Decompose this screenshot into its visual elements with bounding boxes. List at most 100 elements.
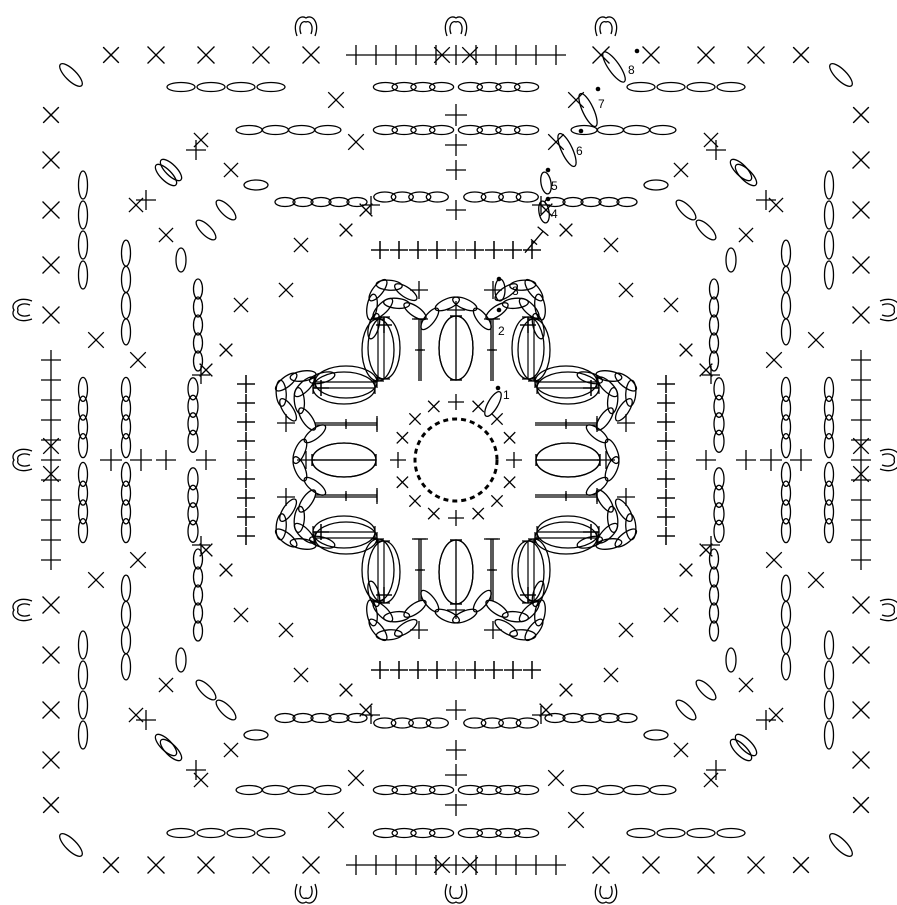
single-crochet-cross: [851, 530, 871, 550]
single-crochet-cross: [844, 743, 878, 777]
chain-oval: [657, 83, 685, 92]
single-crochet-cross: [758, 544, 789, 575]
chain-oval: [122, 654, 131, 680]
chain-oval: [57, 61, 86, 90]
single-crochet-cross: [80, 324, 111, 355]
chain-oval: [392, 786, 416, 795]
chain-oval: [176, 648, 186, 672]
chain-oval: [581, 198, 601, 207]
single-crochet-cross: [657, 508, 675, 526]
picot-loop: [880, 599, 897, 620]
single-crochet-cross: [237, 470, 255, 488]
single-crochet-cross: [523, 661, 541, 679]
single-crochet-cross: [297, 451, 315, 469]
single-crochet-cross: [851, 490, 871, 510]
chain-oval: [496, 829, 520, 838]
chain-oval: [411, 83, 435, 92]
single-crochet-cross: [320, 804, 351, 835]
chain-oval: [599, 49, 629, 85]
chain-oval: [726, 648, 736, 672]
single-crochet-cross: [448, 510, 464, 526]
chain-oval: [296, 405, 319, 432]
single-crochet-cross: [152, 221, 180, 249]
chain-oval: [409, 718, 431, 728]
chain-oval: [717, 83, 745, 92]
chain-oval: [451, 294, 479, 313]
cluster-stem: [450, 540, 462, 604]
single-crochet-cross: [756, 710, 776, 730]
single-crochet-cross: [217, 736, 245, 764]
single-crochet-cross: [484, 621, 502, 639]
chain-oval: [244, 730, 268, 740]
single-crochet-cross: [657, 375, 675, 393]
single-crochet-cross: [447, 661, 465, 679]
cluster-stem: [450, 316, 462, 380]
single-crochet-cross: [800, 324, 831, 355]
single-crochet-cross: [739, 38, 773, 72]
single-crochet-cross: [237, 413, 255, 431]
chain-oval: [391, 718, 413, 728]
single-crochet-cross: [597, 451, 615, 469]
chain-oval: [430, 829, 454, 838]
double-crochet-t: [520, 227, 549, 257]
single-crochet-cross: [504, 241, 522, 259]
single-crochet-cross: [34, 248, 68, 282]
single-crochet-cross: [80, 564, 111, 595]
chain-oval: [411, 829, 435, 838]
single-crochet-cross: [657, 413, 675, 431]
chain-oval: [693, 217, 718, 242]
chain-oval: [122, 628, 131, 654]
chain-oval: [673, 697, 698, 722]
chain-oval: [194, 279, 203, 299]
chain-oval: [496, 126, 520, 135]
chain-oval: [409, 192, 431, 202]
chain-oval: [227, 83, 255, 92]
chain-oval: [687, 829, 715, 838]
chain-oval: [79, 462, 88, 486]
single-crochet-cross: [553, 677, 578, 702]
chain-oval: [213, 197, 238, 222]
single-crochet-cross: [851, 410, 871, 430]
single-crochet-cross: [196, 450, 216, 470]
chain-oval: [509, 629, 536, 641]
chain-oval: [575, 91, 600, 128]
picot-loop: [880, 299, 897, 320]
chain-oval: [714, 395, 724, 417]
round-label-8: 8: [628, 63, 635, 77]
single-crochet-cross: [35, 789, 66, 820]
single-crochet-cross: [409, 661, 427, 679]
single-crochet-cross: [426, 45, 446, 65]
single-crochet-cross: [237, 375, 255, 393]
chain-oval: [477, 786, 501, 795]
chain-oval: [257, 829, 285, 838]
chain-oval: [782, 396, 791, 420]
single-crochet-cross: [584, 848, 618, 882]
single-crochet-cross: [445, 104, 467, 126]
single-crochet-cross: [217, 156, 245, 184]
single-crochet-cross: [353, 197, 378, 222]
chain-oval: [376, 629, 403, 641]
chain-oval: [782, 519, 791, 543]
chain-oval: [411, 786, 435, 795]
single-crochet-cross: [340, 762, 371, 793]
chain-oval: [714, 468, 724, 490]
chain-oval: [458, 829, 482, 838]
single-crochet-cross: [428, 661, 446, 679]
single-crochet-cross: [533, 697, 558, 722]
single-crochet-cross: [244, 848, 278, 882]
single-crochet-cross: [445, 134, 467, 156]
single-crochet-cross: [34, 693, 68, 727]
single-crochet-cross: [553, 217, 578, 242]
chain-oval: [289, 126, 315, 135]
chain-oval: [426, 192, 448, 202]
single-crochet-cross: [447, 601, 465, 619]
single-crochet-cross: [445, 764, 467, 786]
chain-oval: [717, 829, 745, 838]
single-crochet-cross: [41, 470, 61, 490]
single-crochet-cross: [540, 762, 571, 793]
single-crochet-cross: [634, 848, 668, 882]
single-crochet-cross: [732, 221, 760, 249]
chain-oval: [732, 161, 760, 189]
single-crochet-cross: [244, 38, 278, 72]
chain-oval: [825, 396, 834, 420]
